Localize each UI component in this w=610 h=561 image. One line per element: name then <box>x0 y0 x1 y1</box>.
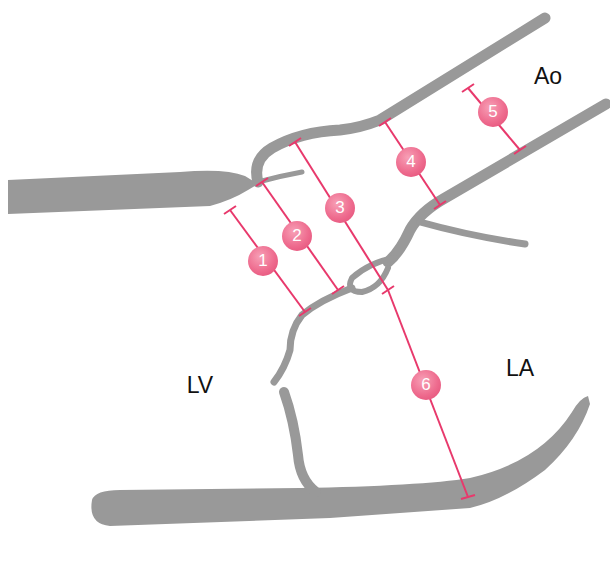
heart-lines <box>257 18 606 492</box>
callout-number: 5 <box>478 97 508 127</box>
measure-line <box>262 182 338 290</box>
callout-number: 3 <box>325 193 355 223</box>
measure-tick <box>289 138 394 294</box>
posterior-mitral-leaflet <box>284 392 316 492</box>
septum <box>8 171 258 214</box>
measure-line <box>468 88 520 150</box>
anterior-mitral-leaflet <box>274 288 352 382</box>
chamber-label: Ao <box>534 65 562 88</box>
measure-tick <box>379 118 446 209</box>
chamber-label: LA <box>506 357 534 380</box>
measure-tick <box>224 206 311 316</box>
aortic-leaflet <box>350 258 395 292</box>
callout-number: 4 <box>396 147 426 177</box>
callout-number: 1 <box>248 246 278 276</box>
aortic-wall-posterior <box>388 104 606 262</box>
posterior-wall <box>91 396 590 526</box>
measure-tick <box>461 495 475 499</box>
measure-line <box>385 122 440 205</box>
measurement-lines <box>224 84 526 499</box>
chamber-label: LV <box>187 374 213 397</box>
callout-number: 2 <box>282 221 312 251</box>
aortic-wall-anterior <box>257 18 545 182</box>
measure-line <box>388 290 468 497</box>
la-roof <box>420 222 525 244</box>
measure-line <box>295 142 388 290</box>
measure-tick <box>462 84 526 154</box>
heart-walls <box>8 171 590 526</box>
callout-number: 6 <box>411 370 441 400</box>
